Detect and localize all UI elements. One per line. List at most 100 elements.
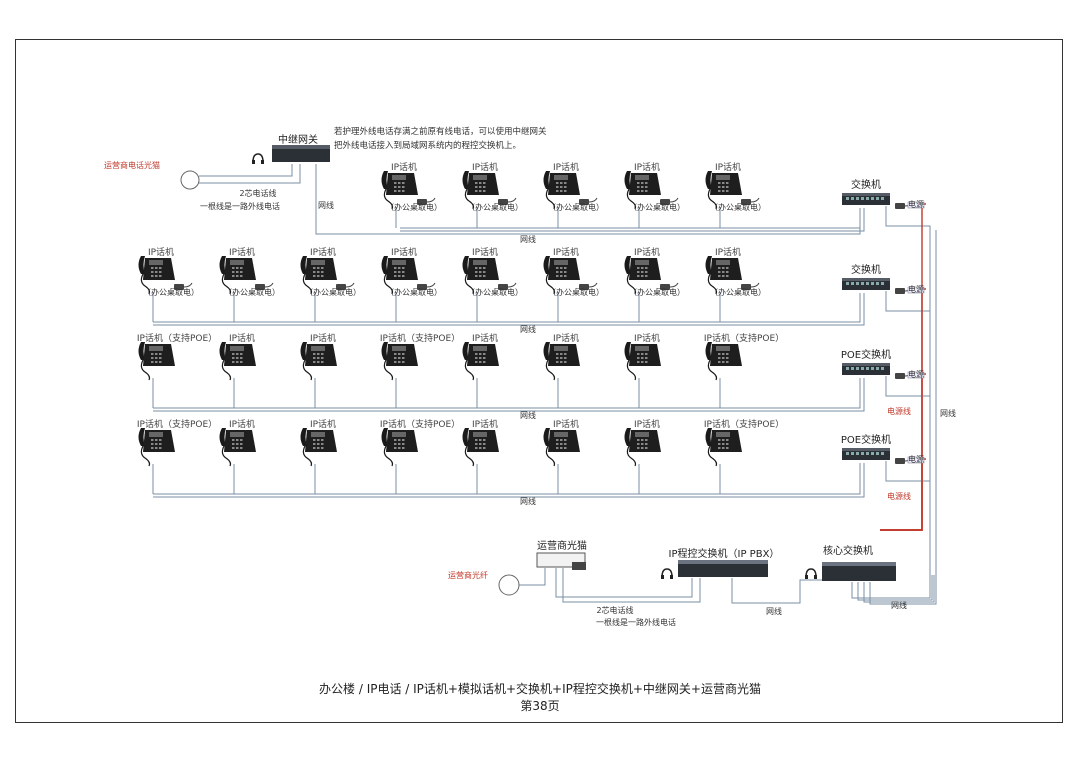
lan-label: 网线 [891, 600, 907, 610]
psu-box [907, 371, 925, 379]
gateway-title: 中继网关 [278, 133, 318, 146]
power-note: （办公桌取电） [386, 287, 442, 297]
ip-phone-icon [380, 341, 419, 381]
phone-label: IP话机 [472, 418, 498, 430]
phone-label: IP话机（支持POE） [380, 332, 460, 344]
ip-phone-icon [461, 341, 500, 381]
power-note: （办公桌取电） [386, 202, 442, 212]
power-note: （办公桌取电） [467, 202, 523, 212]
ip-phone-icon [218, 341, 257, 381]
ip-phone: IP话机 （办公桌取电） [218, 246, 280, 297]
gateway-note: 若护理外线电话存满之前原有线电话，可以使用中继网关 [334, 126, 547, 137]
ip-phone: IP话机 （办公桌取电） [542, 161, 604, 212]
switch-icon [842, 363, 890, 375]
ip-phone-icon [299, 341, 338, 381]
lan-label: 网线 [766, 606, 782, 616]
row-bus-cable [153, 378, 861, 409]
fiber-icon [498, 574, 520, 596]
phone-label: IP话机 [553, 418, 579, 430]
ip-phone: IP话机 [299, 418, 338, 467]
switch-icon [842, 448, 890, 460]
pbx-label: IP程控交换机（IP PBX） [669, 547, 780, 560]
phone-label: IP话机 [634, 161, 660, 173]
power-line-label: 电源线 [887, 406, 911, 416]
phone-line [199, 164, 301, 184]
ip-phone: IP话机（支持POE） [380, 418, 460, 467]
row-bus-cable [153, 463, 861, 495]
ip-phone: IP话机（支持POE） [137, 332, 217, 381]
phone-row: 网线IP话机（办公桌取电）IP话机（办公桌取电）IP话机（办公桌取电）IP话机（… [380, 161, 925, 244]
phone-label: IP话机 [553, 246, 579, 258]
phone-label: IP话机 [229, 246, 255, 258]
phone-label: IP话机 [148, 246, 174, 258]
phone-label: IP话机 [391, 246, 417, 258]
power-note: （办公桌取电） [710, 287, 766, 297]
ip-phone-icon [623, 427, 662, 467]
pbx-uplink [731, 578, 822, 604]
psu-box [907, 456, 925, 464]
power-note: （办公桌取电） [548, 287, 604, 297]
row-bus-cable [153, 378, 865, 412]
phone-label: IP话机 [553, 161, 579, 173]
power-note: （办公桌取电） [143, 287, 199, 297]
pbx-box [678, 563, 768, 577]
modem-label: 运营商光猫 [537, 539, 587, 552]
phone-label: IP话机 [310, 246, 336, 258]
ip-phone: IP话机（办公桌取电） [461, 161, 523, 212]
headset-icon [251, 153, 265, 165]
ip-phone: IP话机 [542, 418, 581, 467]
ip-phone: IP话机 [623, 332, 662, 381]
row-bus-cable [153, 293, 861, 323]
trunk-gateway: 中继网关 若护理外线电话存满之前原有线电话，可以使用中继网关把外线电话接入到局域网… [251, 126, 547, 165]
switch-label: POE交换机 [841, 433, 891, 446]
ip-phone: IP话机（支持POE） [704, 332, 784, 381]
core-switch-top [822, 562, 896, 566]
phone-label: IP话机 [391, 161, 417, 173]
ip-phone: IP话机 （办公桌取电） [623, 161, 685, 212]
caption-page-number: 第38页 [520, 699, 560, 713]
fiber-label: 运营商电话光猫 [104, 160, 160, 170]
trunk-lan-label: 网线 [940, 408, 956, 418]
ip-phone: IP话机（办公桌取电） [704, 246, 766, 297]
core-switch-box [822, 565, 896, 581]
power-note: （办公桌取电） [548, 202, 604, 212]
psu-box [907, 286, 925, 294]
ip-phone: IP话机 （办公桌取电） [380, 246, 442, 297]
phone-label: IP话机 [634, 246, 660, 258]
phone-line [199, 164, 293, 177]
ip-phone: IP话机 [218, 332, 257, 381]
core-uplink [857, 575, 933, 601]
gateway-top [272, 145, 330, 149]
diagram-frame [15, 39, 1063, 723]
cable-label: 2芯电话线 [596, 605, 633, 615]
phone-label: IP话机 [634, 332, 660, 344]
uplink-cable [885, 376, 931, 575]
power-note: （办公桌取电） [224, 287, 280, 297]
uplink-cable [885, 461, 931, 575]
cable-desc: 一根线是一路外线电话 [200, 201, 280, 211]
lan-label: 网线 [520, 410, 536, 420]
uplink-cable [885, 206, 931, 575]
static-devices: 网线 中继网关 若护理外线电话存满之前原有线电话，可以使用中继网关把外线电话接入到局… [104, 126, 956, 627]
ip-phone-icon [461, 427, 500, 467]
switch-icon [842, 193, 890, 205]
cable-label: 2芯电话线 [239, 188, 276, 198]
ip-phone: IP话机 （办公桌取电） [380, 161, 442, 212]
power-line-label: 电源线 [887, 491, 911, 501]
ip-phone: IP话机 [218, 418, 257, 467]
phone-label: IP话机 [229, 332, 255, 344]
gateway-note: 把外线电话接入到局域网系统内的程控交换机上。 [334, 140, 521, 151]
ip-phone: IP话机（办公桌取电） [461, 246, 523, 297]
lan-label: 网线 [520, 324, 536, 334]
phone-label: IP话机 [472, 246, 498, 258]
caption-title: 办公楼 / IP电话 / IP话机+模拟话机+交换机+IP程控交换机+中继网关+… [319, 682, 761, 696]
power-note: （办公桌取电） [629, 202, 685, 212]
ip-phone-icon [380, 427, 419, 467]
phone-label: IP话机（支持POE） [704, 332, 784, 344]
ip-phone-icon [299, 427, 338, 467]
ip-phone: IP话机 （办公桌取电） [137, 246, 199, 297]
